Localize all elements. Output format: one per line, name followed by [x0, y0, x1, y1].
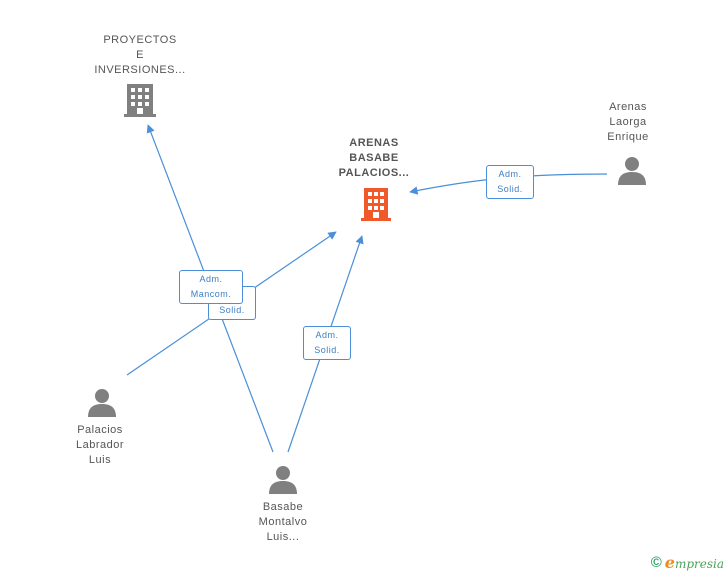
relation-badge-text: Solid. [219, 305, 245, 315]
main-company-building-icon [361, 188, 391, 221]
node-label-line: INVERSIONES... [94, 64, 186, 76]
node-label-line: Arenas [609, 101, 647, 113]
relation-badge-text: Adm. [315, 330, 339, 340]
building-icon [124, 84, 156, 117]
relation-badge-text: Adm. [498, 169, 522, 179]
node-label-line: Montalvo [258, 516, 308, 528]
node-label-arenas-laorga[interactable]: Arenas Laorga Enrique [588, 100, 668, 145]
node-label-line: BASABE [349, 152, 399, 164]
node-label-line: Palacios [77, 424, 123, 436]
relation-badge-text: Mancom. [190, 289, 232, 299]
brand-logo[interactable]: empresia [665, 553, 724, 572]
copyright-icon: © [650, 553, 662, 571]
node-label-line: Laorga [609, 116, 647, 128]
relation-badge-text: Solid. [497, 184, 523, 194]
person-icon [269, 466, 297, 494]
node-label-line: Luis [88, 454, 112, 466]
person-icon [618, 157, 646, 185]
relation-badge-text: Solid. [314, 345, 340, 355]
node-label-line: PALACIOS... [338, 167, 410, 179]
brand-name: mpresia [674, 556, 724, 571]
node-label-palacios[interactable]: Palacios Labrador Luis [60, 423, 140, 468]
node-label-line: PROYECTOS [103, 34, 177, 46]
relation-badge-adm-solid[interactable]: Adm. Solid. [486, 165, 534, 199]
relation-badge-adm-mancom[interactable]: Adm. Mancom. [179, 270, 243, 304]
relation-badge-adm-solid[interactable]: Adm. Solid. [303, 326, 351, 360]
node-label-proyectos[interactable]: PROYECTOS E INVERSIONES... [80, 33, 200, 78]
brand-initial: e [664, 552, 675, 572]
node-label-arenas-basabe[interactable]: ARENAS BASABE PALACIOS... [314, 136, 434, 181]
person-icon [88, 389, 116, 417]
node-label-line: Luis... [266, 531, 300, 543]
node-label-basabe[interactable]: Basabe Montalvo Luis... [243, 500, 323, 545]
node-label-line: Basabe [262, 501, 304, 513]
node-label-line: Labrador [75, 439, 125, 451]
relation-badge-text: Adm. [199, 274, 223, 284]
brand-footer: © empresia [650, 553, 724, 572]
node-label-line: E [136, 49, 144, 61]
node-label-line: ARENAS [349, 137, 399, 149]
node-label-line: Enrique [607, 131, 649, 143]
